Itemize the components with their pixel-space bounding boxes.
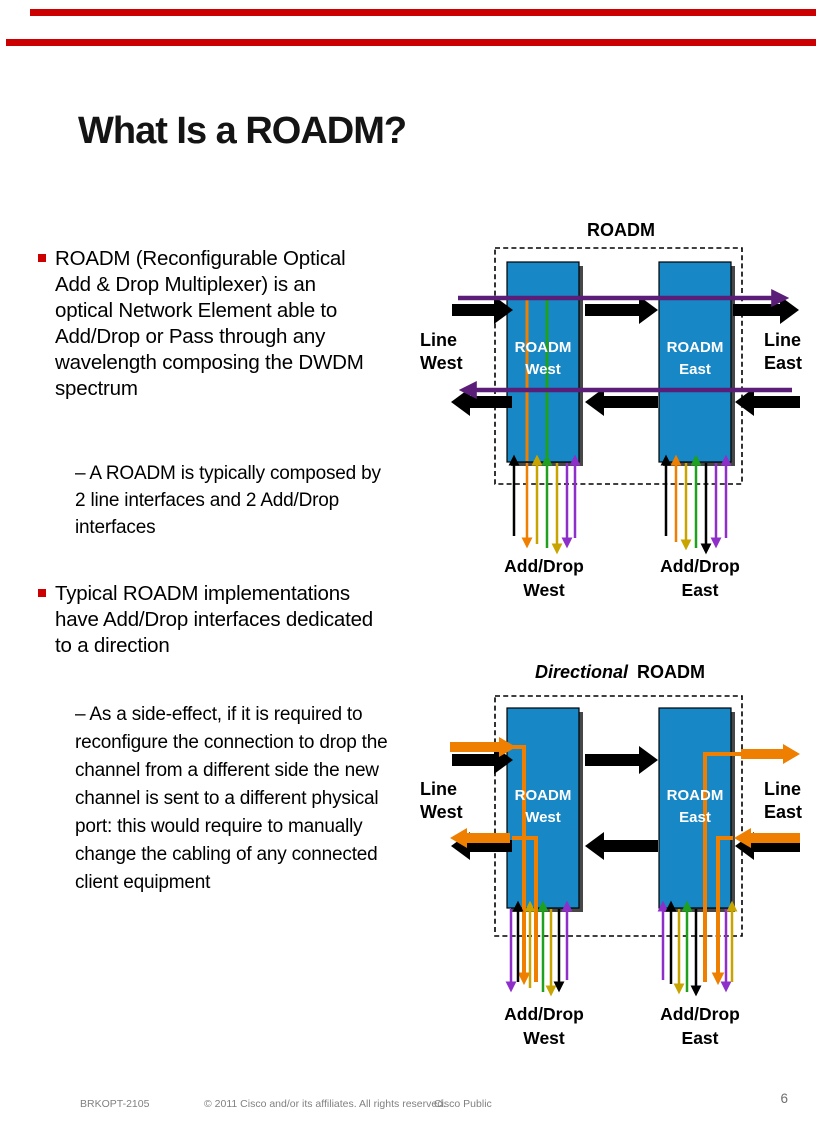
line-arrow-left <box>585 832 658 860</box>
adddrop-west-label: Add/Drop <box>504 556 584 576</box>
roadm-west-node <box>506 707 580 909</box>
orange-arrow-out-west <box>450 828 510 848</box>
adddrop-west-label: West <box>523 580 565 600</box>
bullet-marker-icon <box>38 589 46 597</box>
roadm-diagram: ROADM <box>420 220 802 600</box>
diagram-title-rest: ROADM <box>637 662 705 682</box>
classification-text: Cisco Public <box>434 1098 492 1110</box>
line-west-label: West <box>420 802 463 822</box>
diagram-title-italic: Directional <box>535 662 629 682</box>
page-number: 6 <box>780 1091 788 1106</box>
adddrop-east-label: Add/Drop <box>660 556 740 576</box>
bullet-list: ROADM (Reconfigurable Optical Add & Drop… <box>38 246 426 897</box>
orange-arrow-in-east <box>734 828 800 848</box>
roadm-east-node <box>658 261 732 463</box>
bullet-text: Typical ROADM implementations have Add/D… <box>55 582 373 657</box>
node-label: ROADM <box>515 339 572 356</box>
adddrop-east-arrows <box>660 454 732 555</box>
line-west-label: Line <box>420 330 457 350</box>
node-label: West <box>525 361 561 378</box>
adddrop-east-label: East <box>682 1028 719 1048</box>
second-accent-bar <box>6 39 816 46</box>
roadm-west-node <box>506 261 580 463</box>
adddrop-east-label: Add/Drop <box>660 1004 740 1024</box>
orange-arrow-out-east <box>741 744 800 764</box>
copyright-text: © 2011 Cisco and/or its affiliates. All … <box>204 1098 446 1110</box>
line-arrow-right <box>585 746 658 774</box>
session-id: BRKOPT-2105 <box>80 1098 150 1110</box>
diagram-title: Directional ROADM <box>535 662 705 682</box>
top-accent-bar <box>30 9 816 16</box>
bullet-text: ROADM (Reconfigurable Optical Add & Drop… <box>55 247 364 400</box>
bullet-marker-icon <box>38 254 46 262</box>
line-east-label: Line <box>764 330 801 350</box>
line-arrow-right <box>585 296 658 324</box>
line-east-label: East <box>764 353 802 373</box>
roadm-boundary-box <box>494 247 743 485</box>
line-east-label: Line <box>764 779 801 799</box>
orange-drop-path-west <box>513 745 531 986</box>
orange-drop-path-east <box>711 836 733 986</box>
page-title: What Is a ROADM? <box>78 110 407 152</box>
adddrop-east-arrows <box>657 900 738 997</box>
adddrop-west-label: West <box>523 1028 565 1048</box>
adddrop-west-arrows <box>508 454 581 555</box>
adddrop-east-label: East <box>682 580 719 600</box>
roadm-boundary-box <box>494 695 743 937</box>
node-label: ROADM <box>667 339 724 356</box>
node-label: East <box>679 809 711 826</box>
line-west-label: Line <box>420 779 457 799</box>
node-label: ROADM <box>667 787 724 804</box>
node-label: East <box>679 361 711 378</box>
sub-bullet-text: – A ROADM is typically composed by 2 lin… <box>75 463 381 538</box>
roadm-east-node <box>658 707 732 909</box>
diagram-title: ROADM <box>587 220 655 240</box>
orange-arrow-in-west <box>450 737 516 757</box>
line-east-label: East <box>764 802 802 822</box>
orange-add-path-west <box>512 836 538 982</box>
bullet-item: Typical ROADM implementations have Add/D… <box>38 581 426 659</box>
sub-bullet-text: – As a side-effect, if it is required to… <box>75 704 388 893</box>
adddrop-west-label: Add/Drop <box>504 1004 584 1024</box>
node-label: West <box>525 809 561 826</box>
adddrop-west-arrows <box>505 900 573 997</box>
bullet-item: ROADM (Reconfigurable Optical Add & Drop… <box>38 246 426 402</box>
line-arrow-left <box>585 388 658 416</box>
line-arrow-right <box>452 296 513 324</box>
orange-add-path-east <box>703 752 742 982</box>
line-arrow-left <box>735 388 800 416</box>
line-west-label: West <box>420 353 463 373</box>
line-arrow-right <box>452 746 513 774</box>
node-label: ROADM <box>515 787 572 804</box>
